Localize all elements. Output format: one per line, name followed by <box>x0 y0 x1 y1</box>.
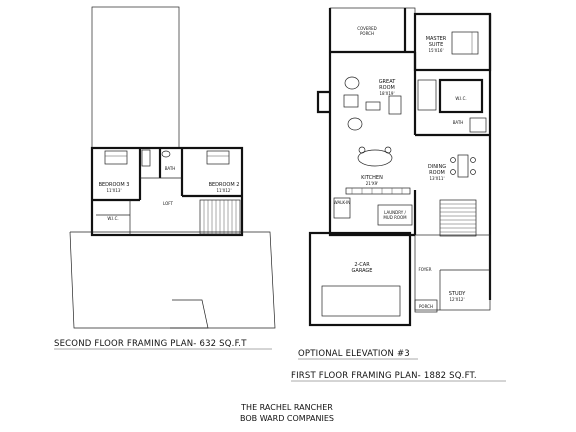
shower-icon <box>469 117 487 133</box>
bedroom2-size: 11'X12' <box>216 188 231 193</box>
first-floor-plan: COVERED PORCH MASTER SUITE 15'X16' GREAT… <box>308 7 492 327</box>
garage-label-2: GARAGE <box>352 268 373 274</box>
bed-icon <box>451 31 479 55</box>
covered-porch-label-2: PORCH <box>360 31 374 36</box>
bed-icon <box>104 150 128 165</box>
dining-label-1: DINING <box>428 164 446 170</box>
loft-label: LOFT <box>163 201 173 206</box>
kitchen-size: 21'X9' <box>366 181 379 186</box>
fireplace-icon <box>343 94 359 108</box>
porch-label: PORCH <box>419 304 433 309</box>
foyer-label: FOYER <box>419 267 432 272</box>
stool-icon <box>358 146 366 154</box>
pantry-walls <box>333 197 351 219</box>
second-floor-lower-roof <box>69 231 276 329</box>
second-wic-label: W.I.C. <box>107 216 118 221</box>
dining-size: 13'X11' <box>429 176 444 181</box>
garage-door <box>321 285 401 317</box>
great-room-size: 18'X19' <box>379 91 394 96</box>
chair-icon <box>470 157 476 163</box>
covered-porch-label-1: COVERED <box>357 26 377 31</box>
kitchen-island-icon <box>357 149 393 167</box>
optional-elevation-caption: OPTIONAL ELEVATION #3 <box>298 349 410 359</box>
chair-icon <box>344 76 360 90</box>
bedroom3-size: 11'X13' <box>106 188 121 193</box>
study-label: STUDY <box>449 291 466 297</box>
laundry-label-1: LAUNDRY / <box>384 210 406 215</box>
chair-icon <box>470 169 476 175</box>
chair-icon <box>347 117 363 131</box>
walkin-pantry-label: WALK-IN <box>334 200 351 205</box>
second-floor-roof-area <box>91 6 180 149</box>
wall <box>328 52 415 237</box>
master-suite-label-2: SUITE <box>429 42 444 48</box>
dining-label-2: ROOM <box>429 170 445 176</box>
sink-icon <box>161 150 171 158</box>
master-bath-label: BATH <box>453 120 464 125</box>
second-bath-label: BATH <box>165 166 176 171</box>
coffee-table-icon <box>365 101 381 111</box>
foyer-study-walls <box>414 234 491 311</box>
roof-dormer <box>170 299 209 329</box>
company-name: BOB WARD COMPANIES <box>240 414 334 423</box>
master-bath-walls <box>438 78 484 114</box>
master-suite-label-1: MASTER <box>426 36 447 42</box>
bedroom2-label: BEDROOM 2 <box>209 182 240 188</box>
garage-label-1: 2-CAR <box>354 262 370 268</box>
dining-table-icon <box>457 154 469 178</box>
second-floor-caption: SECOND FLOOR FRAMING PLAN- 632 SQ.F.T <box>54 339 247 349</box>
stairs-first-floor <box>439 199 477 237</box>
master-wic-label: W.I.C. <box>455 96 466 101</box>
chair-icon <box>450 157 456 163</box>
second-floor-plan: BEDROOM 3 11'X13' BATH BEDROOM 2 11'X12'… <box>69 6 276 329</box>
master-wic-walls <box>417 79 437 111</box>
chair-icon <box>450 169 456 175</box>
porch-area <box>414 299 438 313</box>
great-room-label-1: GREAT <box>379 79 397 85</box>
master-suite-size: 15'X16' <box>428 48 443 53</box>
master-suite-walls <box>413 12 492 72</box>
second-floor-walls <box>90 146 244 237</box>
sofa-icon <box>388 95 402 115</box>
kitchen-counter <box>345 187 411 195</box>
laundry-walls <box>377 204 413 226</box>
stairs-second-floor <box>199 199 241 235</box>
tub-icon <box>141 149 151 167</box>
first-floor-caption: FIRST FLOOR FRAMING PLAN- 1882 SQ.FT. <box>291 371 477 381</box>
bay-window <box>316 90 330 114</box>
great-room-label-2: ROOM <box>379 85 395 91</box>
stool-icon <box>384 146 392 154</box>
bed-icon <box>206 150 230 165</box>
kitchen-label: KITCHEN <box>361 175 383 181</box>
garage-walls <box>308 231 412 327</box>
laundry-label-2: MUD ROOM <box>383 215 407 220</box>
study-size: 12'X12' <box>449 297 464 302</box>
plan-title: THE RACHEL RANCHER <box>240 403 333 412</box>
bedroom3-label: BEDROOM 3 <box>99 182 130 188</box>
